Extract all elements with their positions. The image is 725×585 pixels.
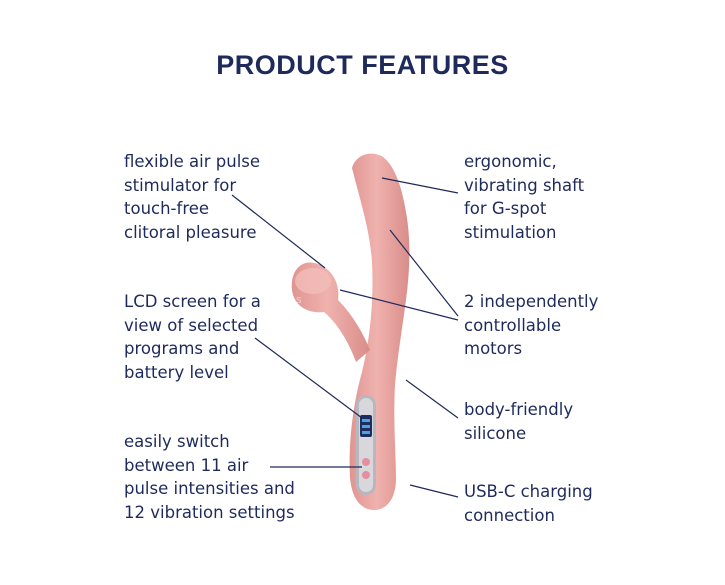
- leader-line-shaft: [381, 177, 459, 194]
- page-title: PRODUCT FEATURES: [216, 50, 509, 80]
- feature-usb-charging: USB-C charging connection: [464, 482, 593, 525]
- feature-silicone: body-friendly silicone: [464, 400, 574, 443]
- control-button: [362, 458, 370, 466]
- leader-line-motor-1: [389, 229, 459, 317]
- leader-line-usb: [409, 484, 459, 498]
- leader-line-air-pulse: [231, 194, 326, 269]
- feature-shaft: ergonomic, vibrating shaft for G-spot st…: [464, 152, 585, 242]
- leader-line-silicone: [405, 379, 459, 419]
- svg-text:S: S: [296, 296, 301, 305]
- feature-switch-settings: easily switch between 11 air pulse inten…: [124, 432, 295, 522]
- feature-lcd-screen: LCD screen for a view of selected progra…: [124, 292, 261, 382]
- leader-line-motor-2: [339, 289, 459, 321]
- leader-line-lcd: [254, 337, 363, 419]
- feature-motors: 2 independently controllable motors: [464, 292, 599, 358]
- feature-air-pulse: flexible air pulse stimulator for touch-…: [124, 152, 261, 242]
